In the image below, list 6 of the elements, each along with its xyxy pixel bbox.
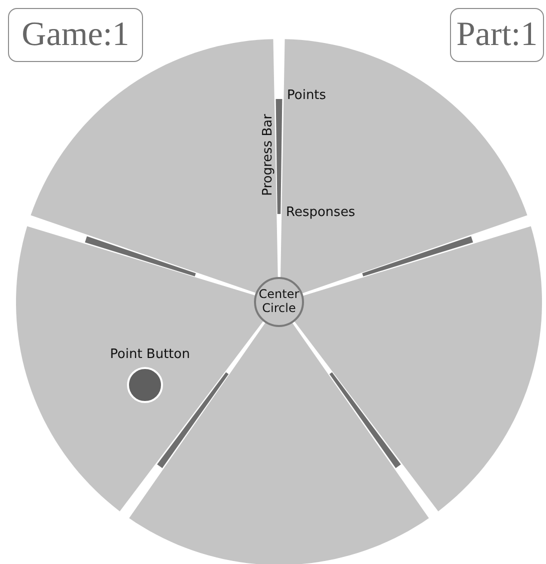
button-label: Point Button	[109, 347, 191, 362]
counter-box: Game:1	[8, 8, 143, 62]
bar-label: Progress Bar	[262, 114, 274, 196]
bar-end-label: Points	[287, 89, 326, 102]
counter-box: Part:1	[450, 8, 544, 62]
bar-end-label: Responses	[286, 206, 356, 219]
